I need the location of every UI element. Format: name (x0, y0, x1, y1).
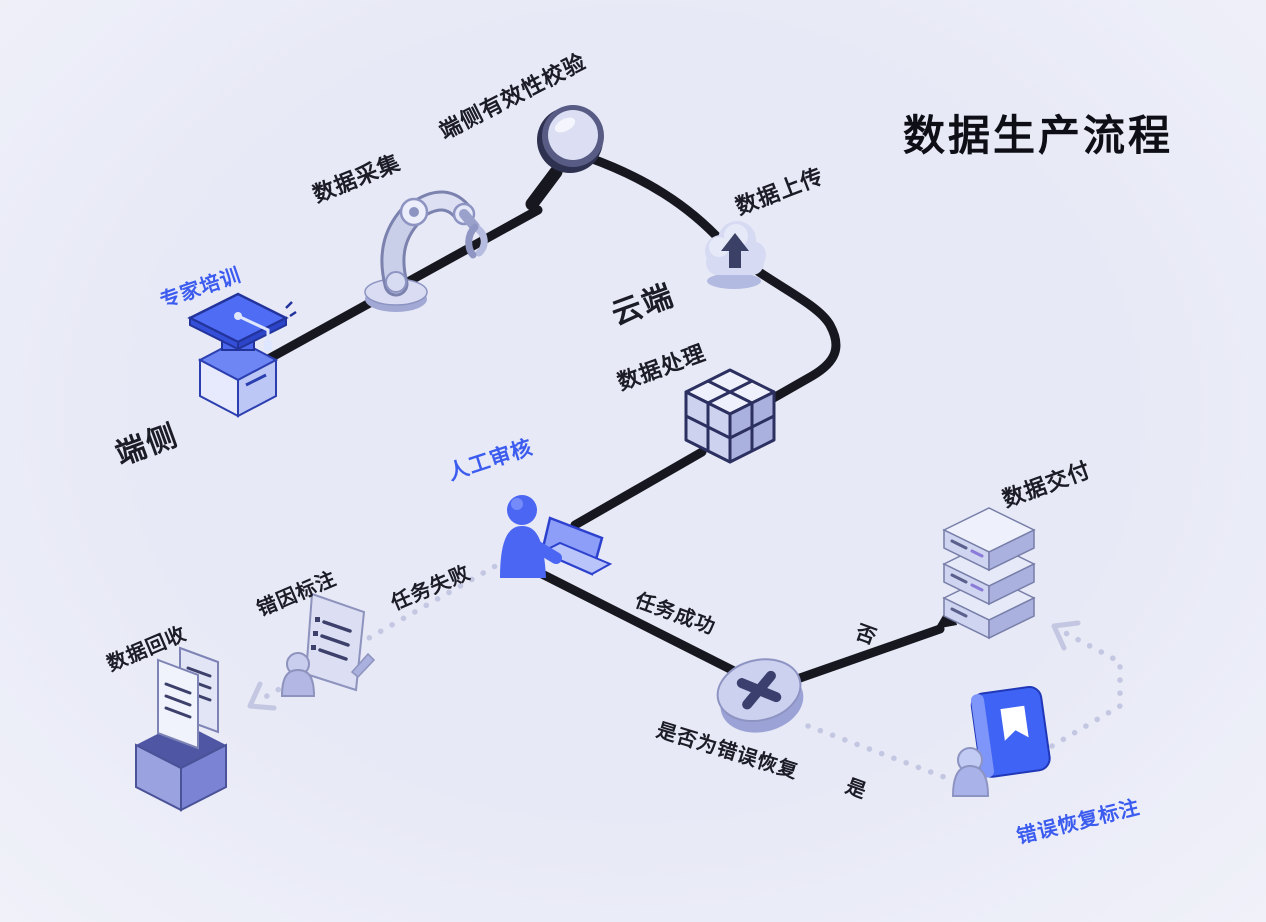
page-title: 数据生产流程 (903, 112, 1174, 159)
person-document-icon (278, 582, 378, 712)
graduation-cap-icon (178, 278, 298, 428)
robot-arm-icon (348, 172, 498, 322)
box-documents-icon (122, 642, 240, 822)
person-laptop-icon (488, 488, 618, 603)
cloud-upload-icon (688, 205, 780, 302)
person-book-icon (948, 676, 1058, 813)
yes-dotted-path-2 (1049, 627, 1123, 749)
magnifier-icon (512, 96, 612, 216)
task-failed-arrowhead (247, 681, 277, 711)
yes-dotted-path-1 (805, 723, 955, 783)
yes-arrowhead (1051, 620, 1081, 651)
cube-icon (678, 362, 782, 477)
server-stack-icon (932, 502, 1046, 652)
x-ellipse-icon (712, 638, 808, 755)
